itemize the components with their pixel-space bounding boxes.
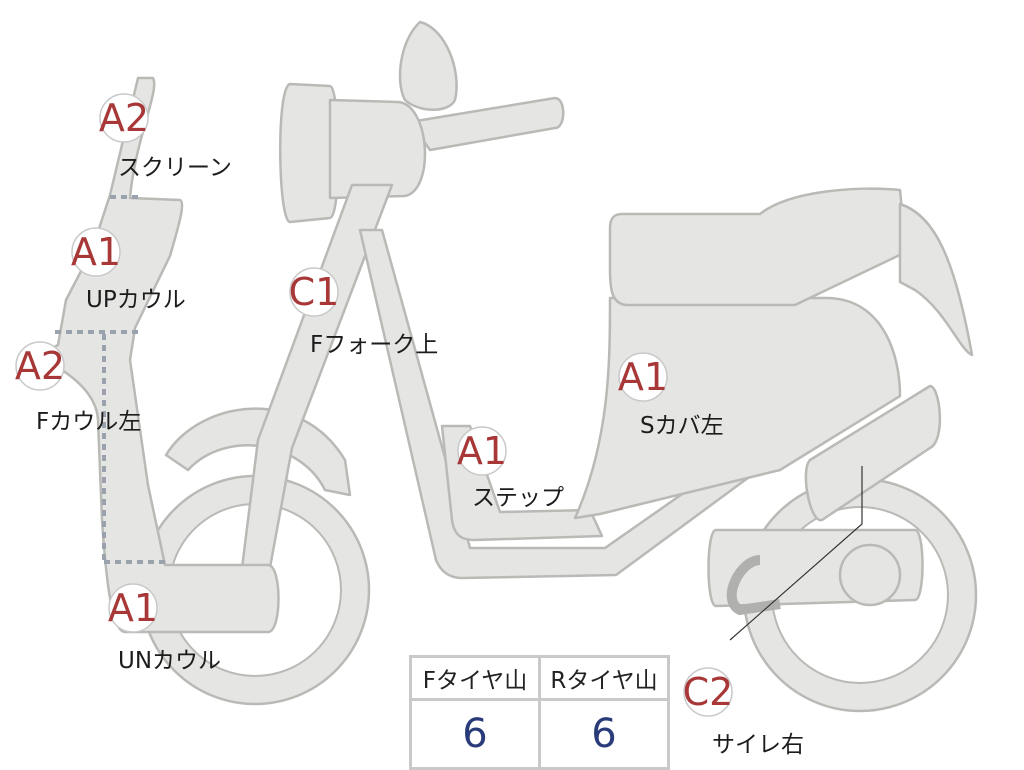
- callout-un-cowl[interactable]: A1 UNカウル: [108, 583, 221, 674]
- label-screen: スクリーン: [118, 155, 232, 181]
- exhaust-pipe: [726, 555, 781, 616]
- mirror: [398, 20, 458, 111]
- grade-badge-up-cowl: A1: [71, 230, 121, 274]
- handlebar: [408, 96, 565, 152]
- tail-cowl: [898, 202, 974, 357]
- front-tire-tread-value: 6: [409, 698, 541, 770]
- rear-tire-tread-value: 6: [538, 698, 670, 770]
- grade-badge-f-cowl-left: A2: [15, 344, 65, 388]
- step-board: [440, 424, 604, 542]
- callout-up-cowl[interactable]: A1 UPカウル: [71, 227, 186, 313]
- front-cowl: [38, 76, 280, 634]
- label-un-cowl: UNカウル: [118, 648, 221, 674]
- label-f-fork-upper: Fフォーク上: [310, 332, 438, 358]
- grade-badge-muffler-right: C2: [683, 670, 734, 714]
- frame-floor: [358, 228, 864, 580]
- grade-badge-side-cover-left: A1: [618, 355, 668, 399]
- grade-badge-un-cowl: A1: [108, 586, 158, 630]
- callout-f-fork-upper[interactable]: C1 Fフォーク上: [289, 267, 439, 358]
- label-side-cover-left: Sカバ左: [640, 413, 724, 439]
- tire-tread-table: Fタイヤ山 Rタイヤ山 6 6: [409, 655, 670, 770]
- handle-cover: [328, 98, 427, 200]
- grade-badge-step: A1: [457, 429, 507, 473]
- callout-f-cowl-left[interactable]: A2 Fカウル左: [15, 341, 141, 435]
- front-fender: [164, 407, 352, 497]
- grade-badge-f-fork-upper: C1: [289, 270, 340, 314]
- label-step: ステップ: [472, 485, 564, 511]
- muffler-leader-line: [729, 466, 863, 641]
- rear-tire-tread-header: Rタイヤ山: [538, 655, 670, 701]
- callout-muffler-right[interactable]: C2 サイレ右: [683, 667, 804, 758]
- seat: [608, 187, 908, 307]
- front-tire-tread-header: Fタイヤ山: [409, 655, 541, 701]
- rear-shock: [804, 384, 942, 522]
- label-up-cowl: UPカウル: [86, 287, 186, 313]
- grade-badge-screen: A2: [99, 96, 149, 140]
- label-f-cowl-left: Fカウル左: [36, 409, 141, 435]
- side-cover: [573, 296, 902, 520]
- callout-side-cover-left[interactable]: A1 Sカバ左: [618, 352, 724, 439]
- label-muffler-right: サイレ右: [712, 732, 804, 758]
- callout-step[interactable]: A1 ステップ: [457, 426, 564, 511]
- callout-screen[interactable]: A2 スクリーン: [99, 93, 232, 181]
